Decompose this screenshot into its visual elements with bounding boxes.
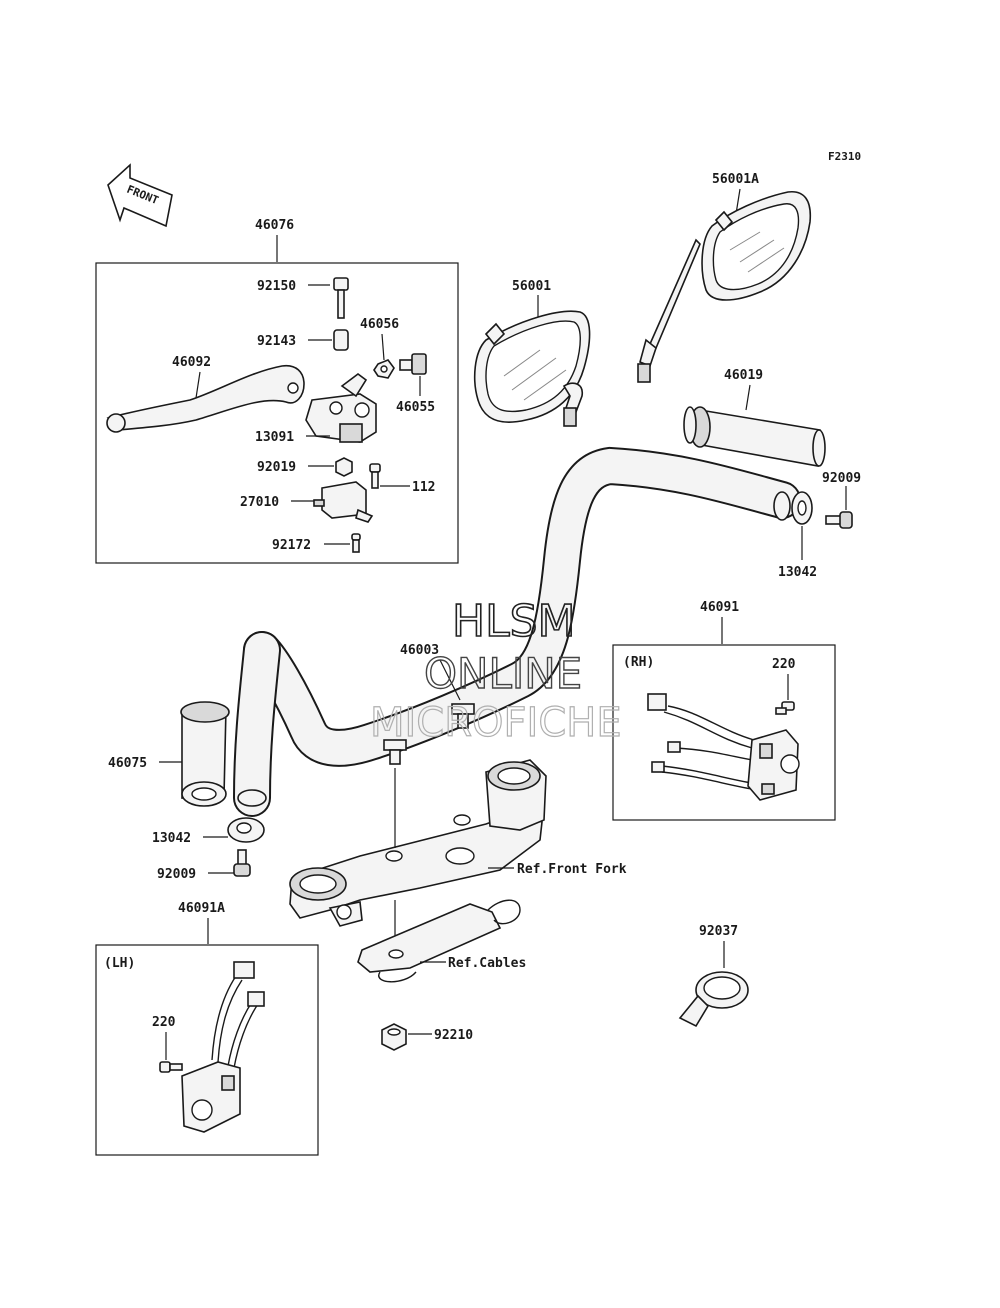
label-46075: 46075 bbox=[108, 756, 147, 771]
label-220-right: 220 bbox=[772, 657, 796, 672]
label-112: 112 bbox=[412, 480, 435, 495]
front-arrow-icon: FRONT bbox=[107, 163, 173, 228]
ref-cables: Ref.Cables bbox=[448, 956, 526, 971]
leader-46019 bbox=[745, 384, 751, 411]
watermark-line-3: MICROFICHE bbox=[370, 700, 622, 746]
label-46092: 46092 bbox=[172, 355, 211, 370]
collar-92143 bbox=[333, 329, 349, 351]
label-46091A: 46091A bbox=[178, 901, 225, 916]
label-46076: 46076 bbox=[255, 218, 294, 233]
label-92210: 92210 bbox=[434, 1028, 473, 1043]
label-46056: 46056 bbox=[360, 317, 399, 332]
nut-46056 bbox=[373, 359, 395, 379]
mirror-56001A bbox=[637, 191, 812, 383]
adjuster-46055 bbox=[399, 353, 427, 375]
label-46019: 46019 bbox=[724, 368, 763, 383]
cable-clamp-92037 bbox=[678, 971, 749, 1028]
watermark-line-2: ONLINE bbox=[424, 649, 582, 698]
lh-side-label: (LH) bbox=[104, 956, 135, 971]
label-13091: 13091 bbox=[255, 430, 294, 445]
label-13042-left: 13042 bbox=[152, 831, 191, 846]
leader-46003 bbox=[439, 659, 461, 701]
leader-46056 bbox=[381, 333, 385, 361]
holder-13091 bbox=[305, 373, 377, 443]
label-92143: 92143 bbox=[257, 334, 296, 349]
label-92037: 92037 bbox=[699, 924, 738, 939]
ref-front-fork: Ref.Front Fork bbox=[517, 862, 627, 877]
riser-bolt-right bbox=[451, 703, 475, 729]
bolt-92150 bbox=[333, 277, 349, 319]
lever-assembly-box bbox=[95, 262, 459, 564]
screw-92172 bbox=[351, 533, 361, 553]
left-grip-46075 bbox=[180, 701, 230, 807]
label-220-left: 220 bbox=[152, 1015, 176, 1030]
handlebar-46003 bbox=[233, 446, 801, 817]
label-56001A: 56001A bbox=[712, 172, 759, 187]
label-92150: 92150 bbox=[257, 279, 296, 294]
label-46091: 46091 bbox=[700, 600, 739, 615]
switch-27010 bbox=[313, 481, 374, 523]
watermark-line-1: HLSM bbox=[452, 596, 576, 647]
label-13042-right: 13042 bbox=[778, 565, 817, 580]
throttle-grip-46019 bbox=[683, 406, 826, 467]
lh-switch-box bbox=[95, 944, 319, 1156]
label-92009-left: 92009 bbox=[157, 867, 196, 882]
leader-46092 bbox=[195, 371, 201, 399]
rh-switch-box bbox=[612, 644, 836, 821]
bar-end-weight-right-13042 bbox=[791, 491, 813, 525]
upper-triple-clamp bbox=[289, 759, 547, 927]
label-92009-right: 92009 bbox=[822, 471, 861, 486]
screw-left-220 bbox=[159, 1061, 183, 1073]
bar-end-weight-left-13042 bbox=[227, 817, 265, 843]
cable-bracket bbox=[357, 899, 521, 983]
screw-left-92009 bbox=[233, 849, 251, 877]
label-56001: 56001 bbox=[512, 279, 551, 294]
lever-46092 bbox=[106, 364, 305, 433]
watermark: HLSM ONLINE MICROFICHE bbox=[369, 595, 622, 746]
lh-handlebar-switch-46091A bbox=[181, 961, 265, 1133]
label-92019: 92019 bbox=[257, 460, 296, 475]
figure-code: F2310 bbox=[828, 150, 861, 163]
screw-right-220 bbox=[775, 701, 795, 715]
screw-112 bbox=[369, 463, 381, 489]
label-92172: 92172 bbox=[272, 538, 311, 553]
mirror-56001 bbox=[473, 310, 591, 427]
rh-handlebar-switch-46091 bbox=[647, 693, 800, 801]
label-46003: 46003 bbox=[400, 643, 439, 658]
label-46055: 46055 bbox=[396, 400, 435, 415]
nut-92019 bbox=[335, 457, 353, 477]
screw-right-92009 bbox=[825, 511, 853, 529]
nut-92210 bbox=[381, 1023, 407, 1051]
riser-bolt-left bbox=[383, 739, 407, 765]
label-27010: 27010 bbox=[240, 495, 279, 510]
rh-side-label: (RH) bbox=[623, 655, 654, 670]
